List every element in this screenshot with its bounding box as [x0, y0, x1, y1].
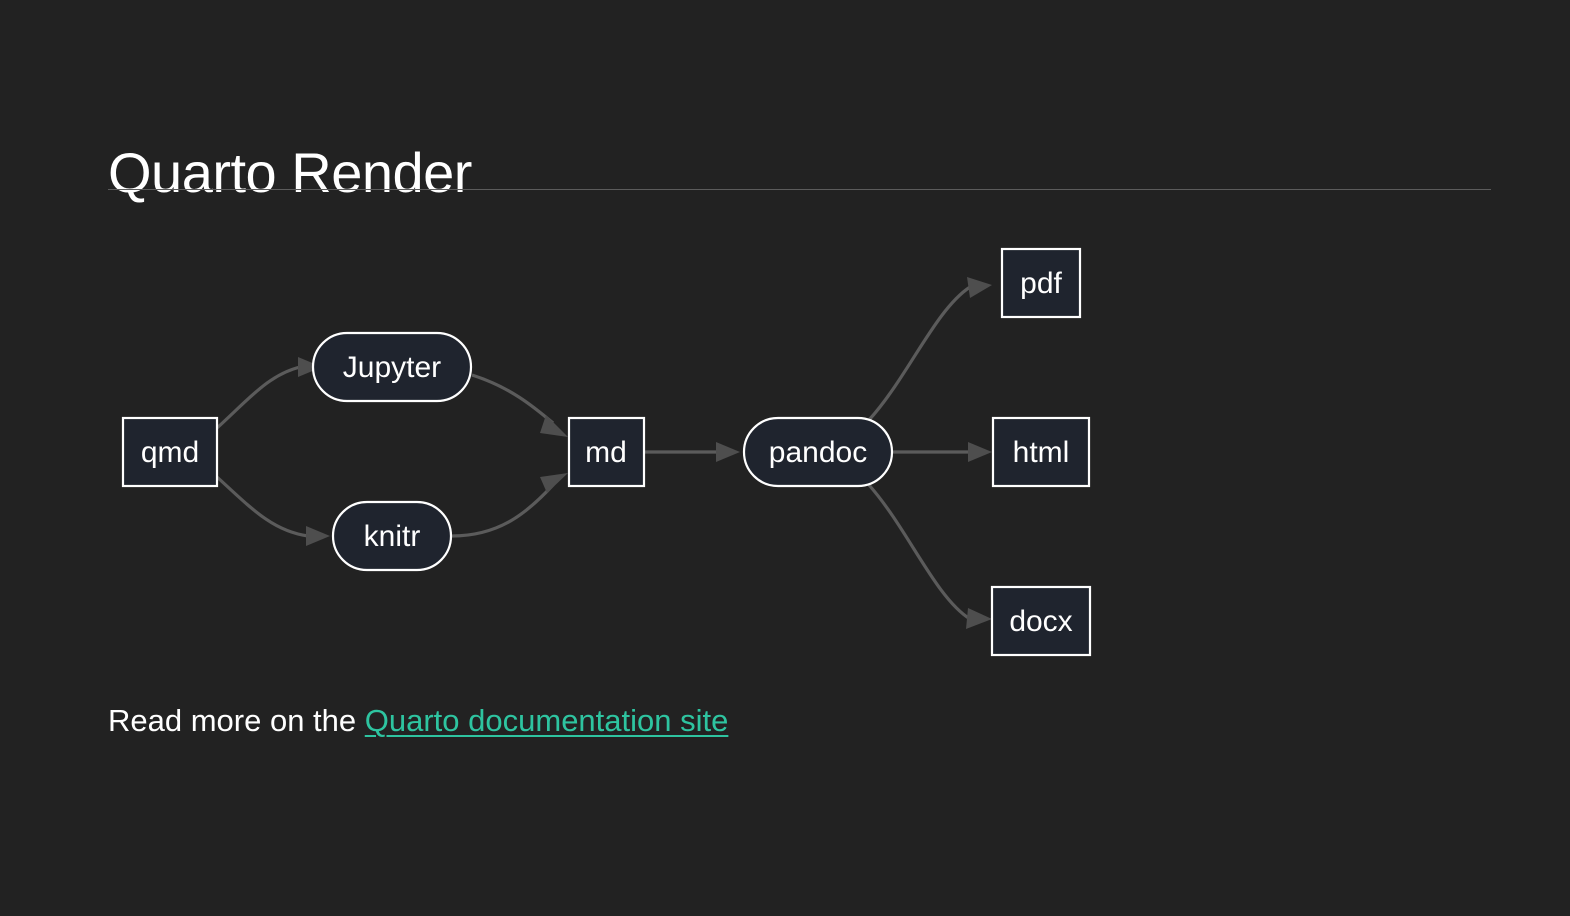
node-docx[interactable]: docx [990, 585, 1092, 657]
node-html[interactable]: html [991, 416, 1091, 488]
node-jupyter[interactable]: Jupyter [311, 331, 473, 403]
node-qmd[interactable]: qmd [121, 416, 219, 488]
quarto-render-flowchart: qmd Jupyter knitr md pandoc [0, 215, 1570, 665]
node-md-label: md [585, 436, 627, 469]
node-html-label: html [1013, 436, 1070, 469]
edge-knitr-to-md [451, 473, 568, 538]
node-md[interactable]: md [567, 416, 646, 488]
node-pdf[interactable]: pdf [1000, 247, 1082, 319]
node-pdf-label: pdf [1020, 267, 1062, 300]
node-docx-label: docx [1009, 605, 1072, 638]
page-title: Quarto Render [108, 140, 472, 204]
node-qmd-label: qmd [141, 436, 199, 469]
node-pandoc-label: pandoc [769, 436, 867, 469]
node-pandoc[interactable]: pandoc [742, 416, 894, 488]
quarto-documentation-link[interactable]: Quarto documentation site [364, 703, 729, 738]
node-knitr[interactable]: knitr [331, 500, 453, 572]
node-jupyter-label: Jupyter [343, 351, 441, 384]
edge-pandoc-to-docx [867, 483, 992, 629]
read-more-lead: Read more on the [108, 703, 365, 738]
title-divider [108, 189, 1491, 190]
edge-qmd-to-jupyter [215, 357, 322, 430]
edge-md-to-pandoc [645, 442, 740, 462]
edge-jupyter-to-md [471, 373, 568, 437]
node-knitr-label: knitr [364, 520, 421, 553]
edge-qmd-to-knitr [215, 475, 330, 546]
read-more-text: Read more on the Quarto documentation si… [108, 703, 728, 739]
flowchart-nodes: qmd Jupyter knitr md pandoc [121, 247, 1092, 657]
edge-pandoc-to-pdf [867, 277, 992, 422]
flowchart-edges [215, 277, 992, 629]
edge-pandoc-to-html [892, 442, 992, 462]
